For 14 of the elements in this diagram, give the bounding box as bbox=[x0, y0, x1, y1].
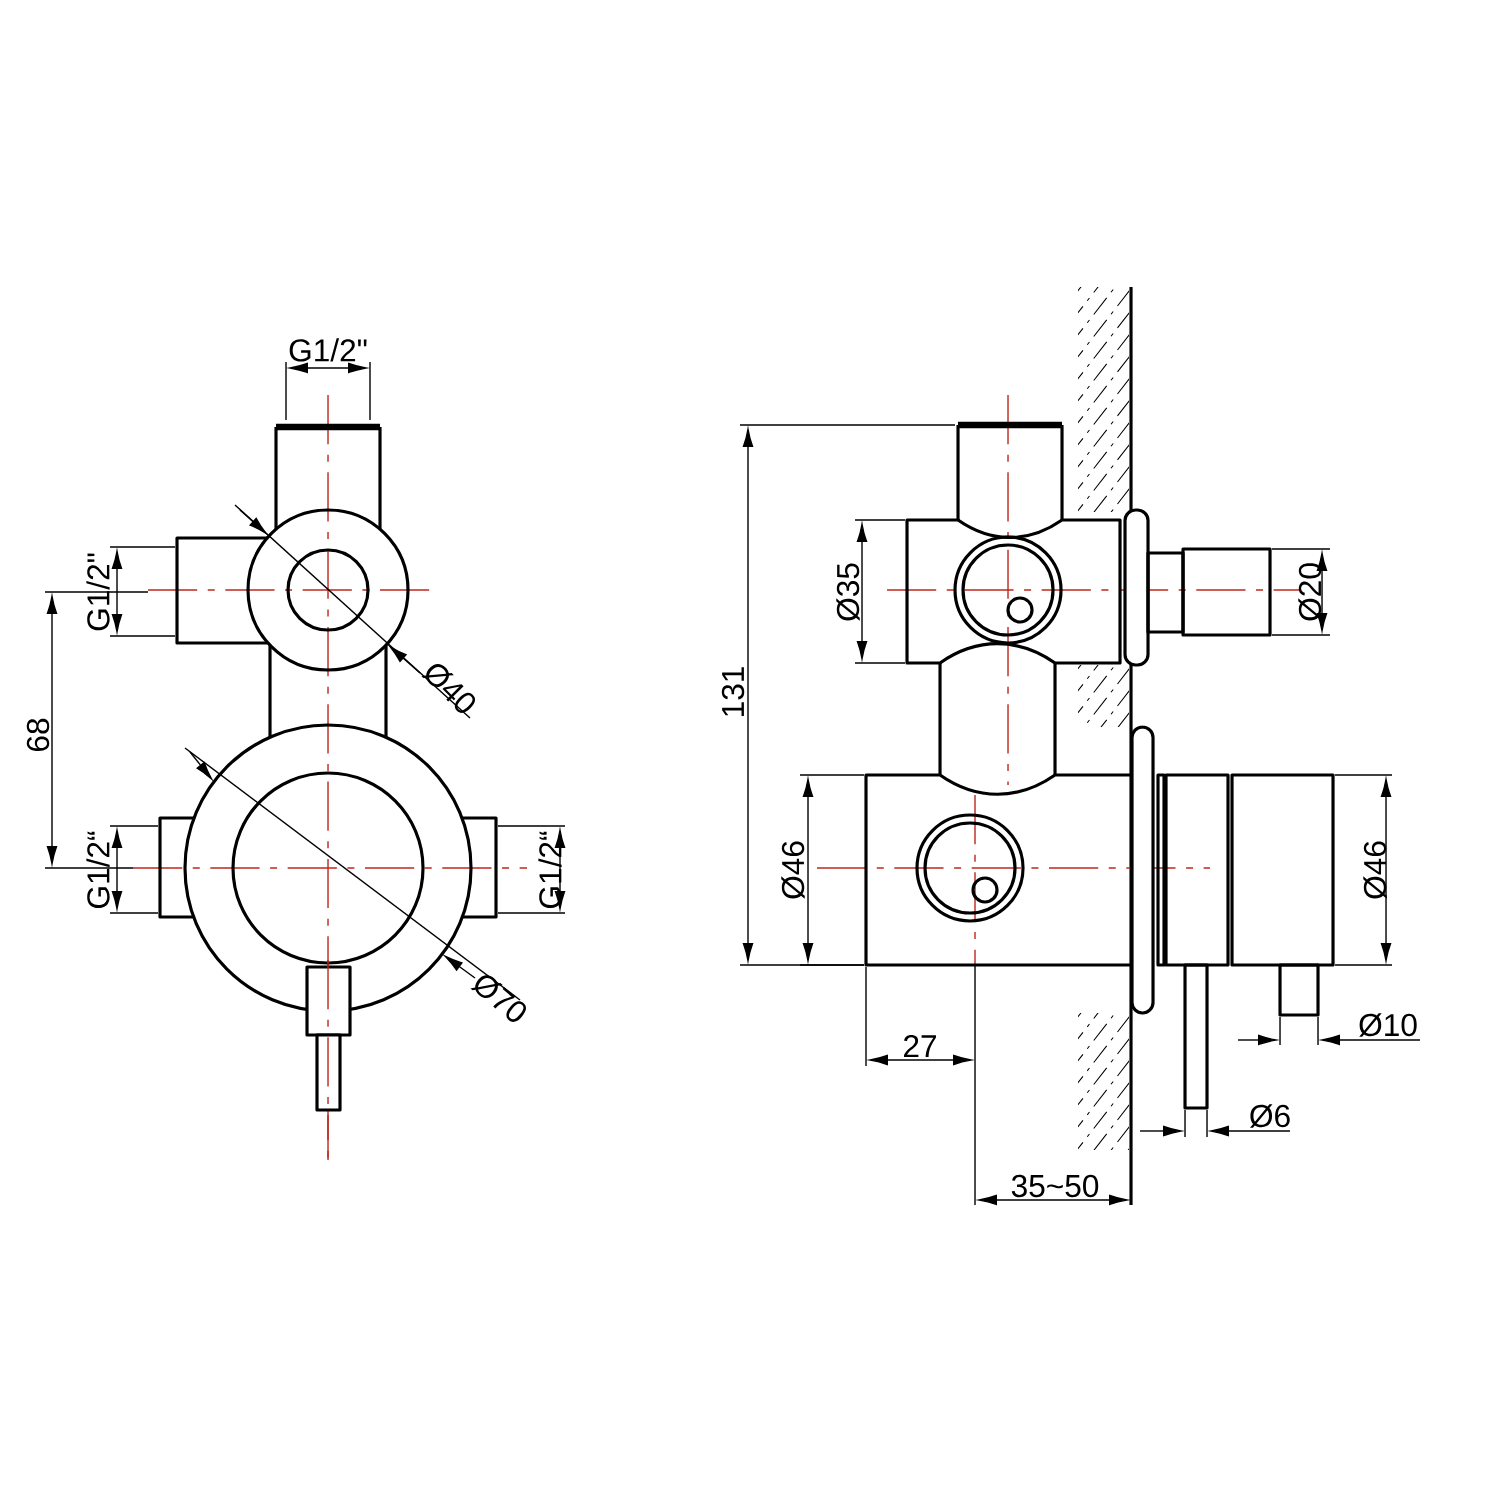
dimension-label: G1/2" bbox=[289, 338, 367, 362]
dimension-label: Ø70 bbox=[470, 975, 526, 1022]
dimension-label: G1/2“ bbox=[86, 831, 110, 908]
dimension-label: G1/2" bbox=[86, 553, 110, 631]
dimension-label: 27 bbox=[904, 1034, 936, 1058]
dimension-label: Ø46 bbox=[781, 841, 805, 899]
dimension-label: 68 bbox=[26, 718, 50, 751]
dimension-label: 35~50 bbox=[1011, 1174, 1099, 1198]
dimension-label: Ø10 bbox=[1359, 1013, 1417, 1037]
dimension-label: Ø40 bbox=[421, 664, 476, 713]
dimension-label: Ø6 bbox=[1250, 1104, 1290, 1128]
dimension-label: Ø35 bbox=[836, 563, 860, 621]
dimension-label: 131 bbox=[721, 667, 745, 716]
dimension-label: Ø46 bbox=[1363, 841, 1387, 899]
